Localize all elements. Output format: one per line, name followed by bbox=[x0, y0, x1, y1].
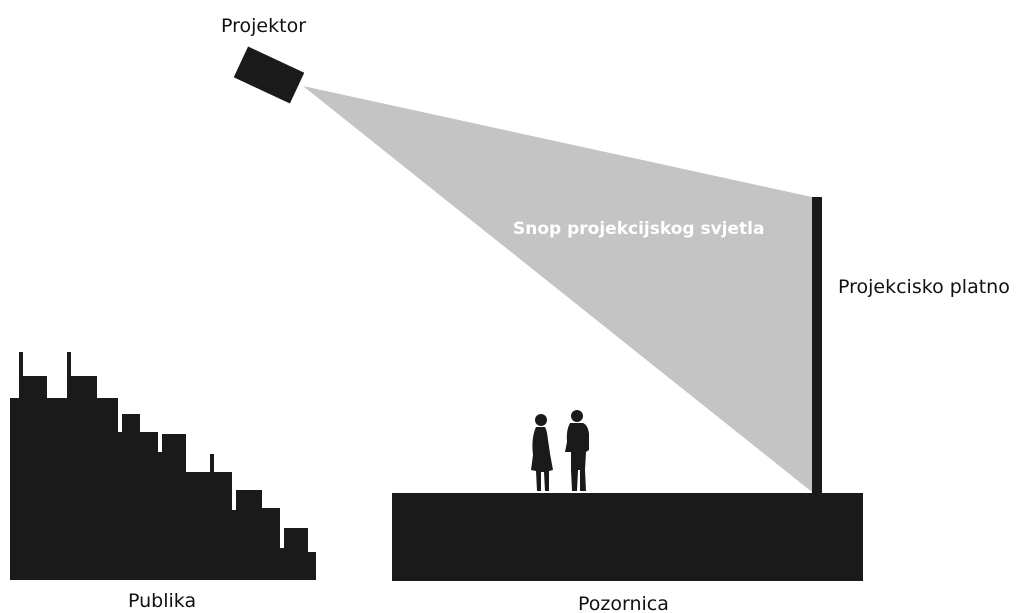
audience-label: Publika bbox=[128, 590, 196, 612]
beam-label: Snop projekcijskog svjetla bbox=[513, 219, 764, 239]
projector-icon bbox=[233, 46, 305, 104]
audience-silhouette bbox=[10, 352, 316, 580]
projector-label: Projektor bbox=[221, 15, 306, 37]
projection-beam bbox=[303, 86, 812, 492]
people-silhouette-icon bbox=[531, 410, 589, 491]
stage-label: Pozornica bbox=[578, 593, 669, 613]
stage-platform bbox=[392, 493, 863, 581]
screen-label: Projekcisko platno bbox=[838, 276, 1010, 298]
projection-screen bbox=[812, 197, 822, 493]
